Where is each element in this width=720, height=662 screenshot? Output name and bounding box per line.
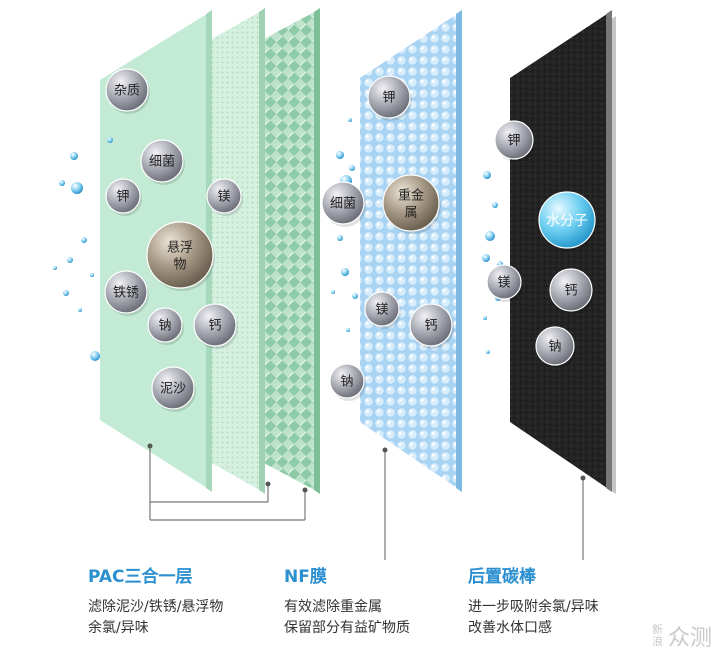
water-droplet: [70, 152, 78, 160]
water-droplet: [67, 257, 73, 263]
caption-pac-desc: 滤除泥沙/铁锈/悬浮物 余氯/异味: [88, 597, 308, 639]
watermark-small: 新浪: [651, 623, 663, 648]
water-droplet: [337, 235, 343, 241]
water-droplet: [349, 165, 355, 171]
water-droplet: [90, 351, 100, 361]
particle-heavy-metal: 重金属: [382, 174, 441, 234]
water-droplet: [107, 137, 113, 143]
caption-carbon-desc-line2: 改善水体口感: [468, 620, 552, 636]
water-droplet: [483, 171, 491, 179]
particle-label: 物: [173, 258, 186, 273]
particle-sodium-1: 钠: [147, 307, 184, 345]
caption-nf: NF膜 有效滤除重金属 保留部分有益矿物质: [284, 566, 504, 639]
particle-label: 镁: [217, 190, 230, 205]
water-droplet: [483, 316, 487, 320]
particle-sodium-2: 钠: [329, 363, 366, 401]
particle-magnesium-2: 镁: [364, 291, 401, 329]
water-droplet: [336, 151, 344, 159]
particle-calcium-3: 钙: [549, 268, 594, 314]
carbon-layer: [510, 10, 616, 494]
particle-label: 泥沙: [160, 382, 186, 397]
particle-label: 细菌: [149, 155, 175, 170]
water-droplet: [81, 237, 87, 243]
particle-bacteria-2: 细菌: [321, 181, 366, 227]
particle-label: 镁: [497, 276, 510, 291]
pac-dot-layer: [210, 8, 265, 494]
particles: 杂质细菌钾镁悬浮物铁锈钠钙泥沙细菌钾重金属镁钙钠钾水分子镁钙钠: [104, 68, 597, 412]
particle-magnesium-1: 镁: [206, 178, 243, 216]
water-droplet: [63, 290, 69, 296]
particle-label: 钙: [564, 284, 577, 299]
caption-pac-title: PAC三合一层: [88, 567, 193, 587]
water-droplet: [53, 266, 57, 270]
particle-label: 钠: [158, 319, 171, 334]
particle-magnesium-3: 镁: [486, 264, 523, 302]
water-droplet: [352, 293, 358, 299]
particle-calcium-2: 钙: [409, 303, 454, 349]
particle-potassium-1: 钾: [105, 178, 142, 216]
caption-pac-desc-line2: 余氯/异味: [88, 620, 149, 636]
water-droplet: [341, 268, 349, 276]
water-droplet: [78, 308, 82, 312]
particle-label: 细菌: [330, 197, 356, 212]
particle-label: 钙: [208, 319, 221, 334]
particle-label: 杂质: [114, 84, 140, 99]
particle-impurities: 杂质: [105, 68, 150, 114]
particle-potassium-2: 钾: [367, 75, 412, 121]
caption-carbon-desc-line1: 进一步吸附余氯/异味: [468, 599, 599, 615]
leader-lines: [149, 446, 584, 560]
particle-label: 钾: [116, 190, 129, 205]
particle-calcium-1: 钙: [193, 303, 238, 349]
water-droplets: [53, 118, 503, 361]
caption-nf-desc-line1: 有效滤除重金属: [284, 599, 382, 615]
particle-label: 悬浮: [167, 241, 193, 256]
particle-label: 钠: [340, 375, 353, 390]
caption-nf-desc-line2: 保留部分有益矿物质: [284, 620, 410, 636]
particle-sediment: 泥沙: [151, 366, 196, 412]
caption-carbon-title: 后置碳棒: [468, 567, 536, 587]
water-droplet: [482, 254, 490, 262]
water-droplet: [59, 180, 65, 186]
particle-rust: 铁锈: [104, 270, 149, 316]
particle-label: 钾: [382, 91, 395, 106]
water-droplet: [486, 350, 490, 354]
water-droplet: [71, 182, 83, 194]
caption-nf-desc: 有效滤除重金属 保留部分有益矿物质: [284, 597, 504, 639]
particle-bacteria-1: 细菌: [140, 139, 185, 185]
caption-nf-title: NF膜: [284, 567, 327, 587]
particle-label: 钙: [424, 319, 437, 334]
particle-potassium-3: 钾: [494, 120, 535, 162]
particle-label: 镁: [375, 303, 388, 318]
water-droplet: [492, 202, 498, 208]
particle-label: 重金: [398, 188, 424, 204]
caption-pac: PAC三合一层 滤除泥沙/铁锈/悬浮物 余氯/异味: [88, 566, 308, 639]
water-droplet: [331, 290, 335, 294]
particle-label: 水分子: [546, 213, 588, 229]
leader-dots: [147, 443, 586, 493]
particle-label: 钠: [548, 340, 561, 355]
watermark-big: 众测: [667, 626, 712, 651]
particle-suspended: 悬浮物: [146, 221, 215, 291]
water-droplet: [346, 328, 350, 332]
caption-carbon: 后置碳棒 进一步吸附余氯/异味 改善水体口感: [468, 566, 688, 639]
nf-membrane-layer: [360, 10, 462, 492]
water-droplet: [90, 273, 94, 277]
caption-pac-desc-line1: 滤除泥沙/铁锈/悬浮物: [88, 599, 224, 615]
particle-label: 钾: [507, 134, 520, 149]
pac-weave-layer: [262, 8, 320, 494]
watermark-logo: 新浪 众测: [652, 620, 712, 652]
water-droplet: [485, 231, 495, 241]
caption-carbon-desc: 进一步吸附余氯/异味 改善水体口感: [468, 597, 688, 639]
particle-label: 铁锈: [113, 286, 139, 301]
water-droplet: [348, 118, 352, 122]
particle-sodium-3: 钠: [535, 326, 576, 368]
particle-water-molecule: 水分子: [538, 191, 597, 251]
particle-label: 属: [404, 206, 417, 221]
